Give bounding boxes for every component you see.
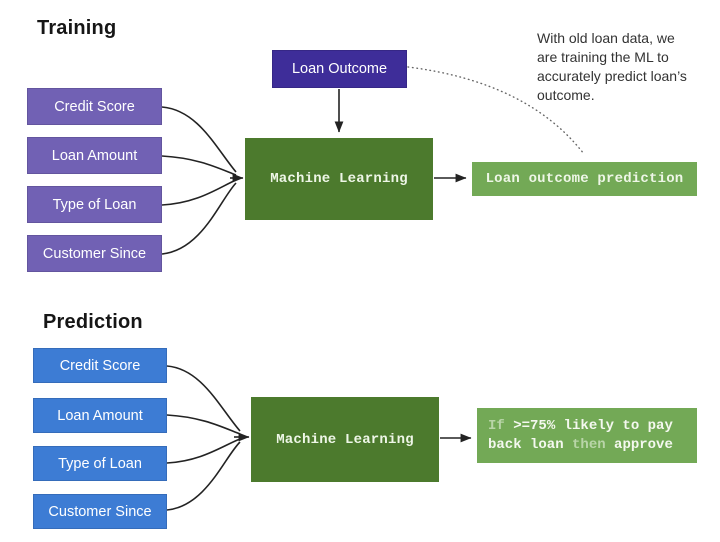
connector-training-credit-score [161, 106, 237, 173]
prediction-machine-learning-box: Machine Learning [251, 397, 439, 482]
training-input-type-of-loan: Type of Loan [27, 186, 162, 223]
prediction-input-loan-amount: Loan Amount [33, 398, 167, 433]
annotation-line: With old loan data, we [537, 30, 675, 46]
prediction-input-credit-score: Credit Score [33, 348, 167, 383]
training-input-customer-since: Customer Since [27, 235, 162, 272]
training-input-loan-amount: Loan Amount [27, 137, 162, 174]
rule-if-keyword: If [488, 417, 505, 434]
loan-outcome-prediction-box: Loan outcome prediction [472, 162, 697, 196]
approval-rule-box: If >=75% likely to pay back loan then ap… [477, 408, 697, 463]
connector-prediction-credit-score [166, 365, 241, 432]
rule-then-keyword: then [572, 436, 606, 453]
loan-outcome-box: Loan Outcome [272, 50, 407, 88]
rule-action: approve [614, 436, 673, 453]
connector-prediction-type-of-loan [166, 438, 241, 464]
training-title: Training [37, 17, 117, 39]
annotation-line: accurately predict loan’s [537, 68, 687, 84]
approval-rule-text: If >=75% likely to pay back loan then ap… [488, 417, 686, 455]
training-input-credit-score: Credit Score [27, 88, 162, 125]
connector-training-loan-amount [161, 155, 237, 176]
connector-prediction-customer-since [166, 441, 241, 511]
training-machine-learning-box: Machine Learning [245, 138, 433, 220]
annotation-line: outcome. [537, 87, 595, 103]
prediction-input-customer-since: Customer Since [33, 494, 167, 529]
connector-training-type-of-loan [161, 179, 237, 206]
training-annotation: With old loan data, we are training the … [537, 29, 687, 105]
prediction-input-type-of-loan: Type of Loan [33, 446, 167, 481]
annotation-line: are training the ML to [537, 49, 669, 65]
prediction-title: Prediction [43, 311, 143, 333]
connector-prediction-loan-amount [166, 414, 241, 435]
rule-condition: >=75% likely to pay back loan [488, 417, 673, 453]
connector-training-customer-since [161, 182, 237, 255]
